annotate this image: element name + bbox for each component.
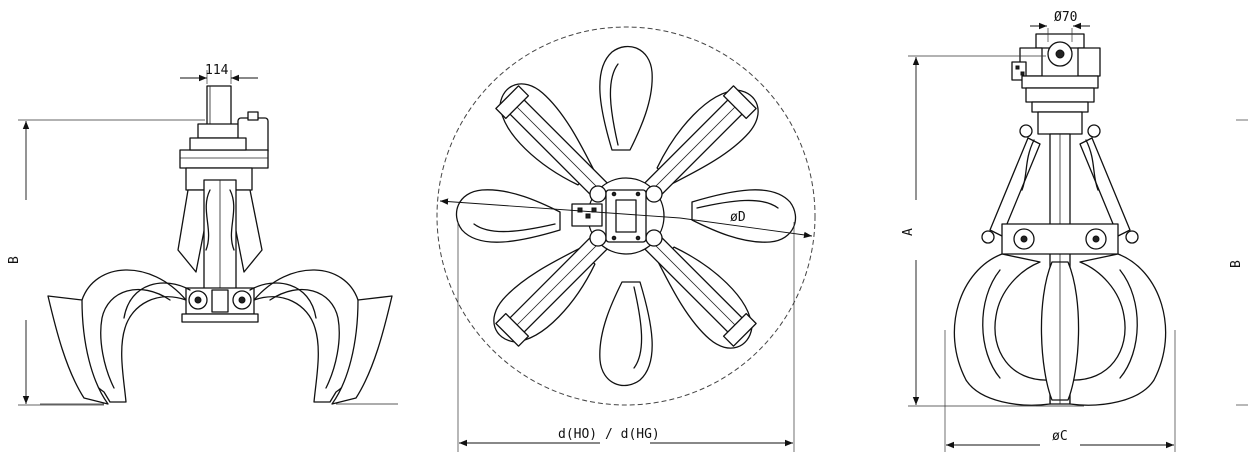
dimension-diameter-d: øD — [439, 198, 813, 239]
span-d-label: d(HO) / d(HG) — [558, 427, 660, 442]
dimension-a: A — [901, 55, 1046, 407]
dimension-114: 114 — [180, 63, 258, 84]
dimension-span-c: øC — [944, 330, 1176, 452]
height-b-left-label: B — [7, 256, 22, 264]
dimension-b-right: B — [1229, 119, 1248, 406]
shaft-width-label: 114 — [205, 63, 229, 78]
center-hub — [571, 177, 665, 255]
dimension-span-d: d(HO) / d(HG) — [457, 222, 795, 452]
pin-diameter-label: Ø70 — [1054, 10, 1077, 25]
side-view — [40, 85, 398, 405]
dimension-b-left: B — [7, 119, 205, 406]
dimension-70: Ø70 — [1030, 10, 1090, 42]
top-view — [436, 26, 816, 406]
height-b-right-label: B — [1229, 260, 1244, 268]
front-view — [953, 33, 1167, 407]
span-c-label: øC — [1052, 429, 1068, 444]
diameter-d-label: øD — [730, 210, 746, 225]
height-a-label: A — [901, 228, 916, 236]
